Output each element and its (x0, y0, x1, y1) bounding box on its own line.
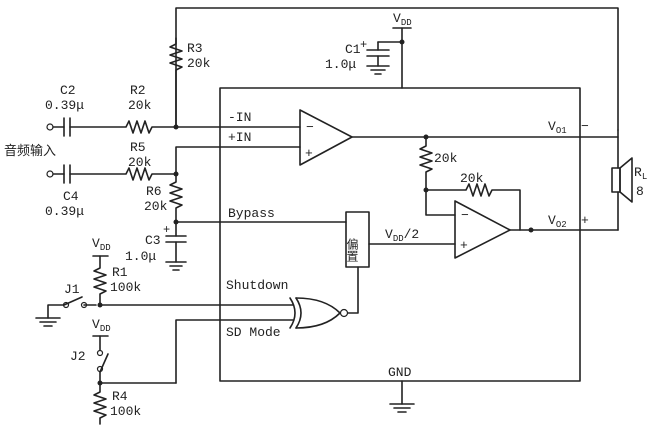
speaker-load (611, 129, 633, 231)
r1-name: R1 (112, 265, 128, 280)
j2-jumper (96, 335, 109, 384)
r1-vdd-label: VDD (92, 236, 111, 253)
opamp-1-minus: − (306, 120, 314, 135)
c1-name: C1 (345, 42, 361, 57)
r5-name: R5 (130, 140, 146, 155)
r6-resistor (169, 173, 183, 223)
c1-plus-mark: + (360, 38, 367, 52)
opamp-2-minus: − (461, 208, 469, 223)
r1-resistor (93, 255, 107, 306)
sd-mode-label: SD Mode (226, 325, 281, 340)
opamp-1 (299, 109, 353, 166)
r2-value: 20k (128, 98, 152, 113)
input-terminal-1 (46, 123, 54, 131)
opamp-1-plus: + (305, 146, 313, 161)
vo2-label: VO2 (548, 213, 567, 230)
j1-jumper (35, 296, 97, 327)
r1-value: 100k (110, 280, 141, 295)
bypass-label: Bypass (228, 206, 275, 221)
r5-resistor (69, 167, 177, 181)
c3-value: 1.0μ (125, 249, 156, 264)
r3-value: 20k (187, 56, 211, 71)
opamp-2-plus: + (460, 238, 468, 253)
c2-name: C2 (60, 83, 76, 98)
internal-resistor-2 (425, 183, 521, 231)
input-terminal-2 (46, 170, 54, 178)
j2-vdd-label: VDD (92, 317, 111, 334)
c1-value: 1.0μ (325, 57, 356, 72)
r5-value: 20k (128, 155, 152, 170)
gnd-label: GND (388, 365, 412, 380)
j2-label: J2 (70, 349, 86, 364)
r2-name: R2 (130, 83, 146, 98)
ic-package-outline (219, 87, 581, 382)
internal-resistor-1 (419, 136, 433, 191)
r3-resistor (169, 37, 183, 126)
shutdown-label: Shutdown (226, 278, 288, 293)
internal-resistor-1-value: 20k (434, 151, 458, 166)
minus-in-label: -IN (228, 110, 251, 125)
xnor-gate (289, 297, 349, 329)
bias-label: 偏置 (345, 237, 359, 262)
vo1-polarity: − (581, 119, 589, 134)
opamp-2 (454, 200, 511, 259)
r6-value: 20k (144, 199, 168, 214)
c3-capacitor (165, 221, 187, 271)
feedback-rail-top (175, 7, 619, 131)
plus-in-label: +IN (228, 130, 251, 145)
r3-name: R3 (187, 41, 203, 56)
c3-name: C3 (145, 233, 161, 248)
r6-name: R6 (146, 184, 162, 199)
internal-resistor-2-value: 20k (460, 171, 484, 186)
c2-value: 0.39μ (45, 98, 84, 113)
c4-name: C4 (63, 189, 79, 204)
vo1-label: VO1 (548, 119, 567, 136)
vdd-half-label: VDD/2 (385, 227, 419, 244)
vo2-polarity: + (581, 213, 589, 228)
c4-value: 0.39μ (45, 204, 84, 219)
r4-name: R4 (112, 389, 128, 404)
c1-capacitor (366, 27, 412, 89)
r4-resistor (93, 382, 107, 425)
gnd-symbol (389, 380, 415, 413)
r4-value: 100k (110, 404, 141, 419)
vdd-top-label: VDD (393, 11, 412, 28)
j1-label: J1 (64, 282, 80, 297)
rl-value: 8 (636, 184, 644, 199)
c3-plus-mark: + (163, 223, 170, 237)
audio-input-label: 音频输入 (4, 143, 56, 159)
r2-resistor (69, 120, 301, 134)
rl-name: RL (634, 165, 647, 182)
